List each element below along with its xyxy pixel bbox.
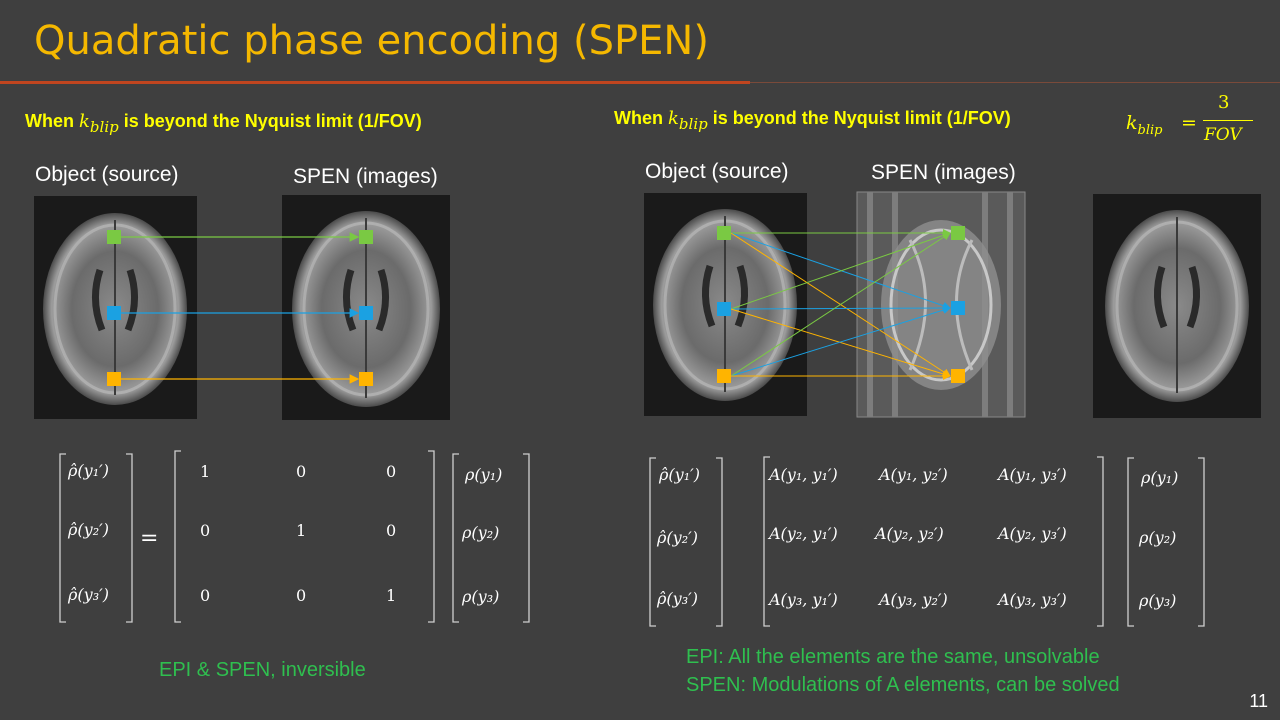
right-arrows — [730, 229, 951, 380]
right-condition-suffix: is beyond the Nyquist limit (1/FOV) — [707, 108, 1011, 128]
right-marker-green-source — [717, 226, 731, 240]
right-object-label: Object (source) — [645, 160, 789, 183]
left-marker-blue-source — [107, 306, 121, 320]
right-rhs-2: ρ(y₂) — [1139, 528, 1177, 547]
left-marker-green-image — [359, 230, 373, 244]
slide-title: Quadratic phase encoding (SPEN) — [34, 18, 709, 64]
formula-equals: = — [1181, 112, 1197, 134]
left-spen-label: SPEN (images) — [293, 165, 438, 188]
left-condition-prefix: When — [25, 111, 79, 131]
left-marker-green-source — [107, 230, 121, 244]
right-marker-orange-source — [717, 369, 731, 383]
left-lhs-3: ρ̂(y₃′) — [68, 585, 109, 604]
right-rhs-1: ρ(y₁) — [1141, 468, 1179, 487]
formula-numerator: 3 — [1218, 92, 1230, 113]
left-m-21: 0 — [200, 521, 211, 540]
left-condition-suffix: is beyond the Nyquist limit (1/FOV) — [118, 111, 422, 131]
right-note-spen: SPEN: Modulations of A elements, can be … — [686, 674, 1120, 696]
right-marker-blue-image — [951, 301, 965, 315]
right-m-22: A(y₂, y₂′) — [875, 524, 944, 543]
right-m-11: A(y₁, y₁′) — [769, 465, 838, 484]
right-condition: When kblip is beyond the Nyquist limit (… — [614, 108, 1011, 133]
right-reconstructed-image — [1093, 194, 1261, 418]
right-note-epi: EPI: All the elements are the same, unso… — [686, 646, 1100, 668]
left-object-label: Object (source) — [35, 163, 179, 186]
left-m-22: 1 — [296, 521, 307, 540]
left-rhs-3: ρ(y₃) — [462, 587, 500, 606]
title-underline — [0, 81, 750, 84]
right-spen-label: SPEN (images) — [871, 161, 1016, 184]
title-underline-thin — [750, 82, 1280, 83]
left-lhs-2: ρ̂(y₂′) — [68, 520, 109, 539]
left-m-11: 1 — [200, 462, 211, 481]
right-m-23: A(y₂, y₃′) — [998, 524, 1067, 543]
left-lhs-1: ρ̂(y₁′) — [68, 461, 109, 480]
right-marker-orange-image — [951, 369, 965, 383]
left-condition: When kblip is beyond the Nyquist limit (… — [25, 111, 422, 136]
left-marker-orange-image — [359, 372, 373, 386]
right-m-31: A(y₃, y₁′) — [769, 590, 838, 609]
right-rhs-3: ρ(y₃) — [1139, 591, 1177, 610]
right-m-33: A(y₃, y₃′) — [998, 590, 1067, 609]
left-m-32: 0 — [296, 586, 307, 605]
right-condition-var: k — [668, 108, 679, 129]
right-marker-blue-source — [717, 302, 731, 316]
matrix-brackets — [59, 450, 1205, 627]
right-condition-sub: blip — [678, 114, 708, 133]
formula-denominator: FOV — [1204, 125, 1242, 145]
left-m-23: 0 — [386, 521, 397, 540]
formula-fraction-bar — [1203, 120, 1253, 121]
page-number: 11 — [1249, 691, 1268, 711]
right-m-21: A(y₂, y₁′) — [769, 524, 838, 543]
left-equals: = — [140, 526, 159, 551]
left-condition-sub: blip — [89, 117, 119, 136]
left-condition-var: k — [79, 111, 90, 132]
left-m-33: 1 — [386, 586, 397, 605]
right-lhs-1: ρ̂(y₁′) — [659, 465, 700, 484]
left-note: EPI & SPEN, inversible — [159, 659, 366, 681]
right-lhs-3: ρ̂(y₃′) — [657, 589, 698, 608]
right-condition-prefix: When — [614, 108, 668, 128]
left-m-31: 0 — [200, 586, 211, 605]
right-marker-green-image — [951, 226, 965, 240]
left-m-13: 0 — [386, 462, 397, 481]
left-rhs-2: ρ(y₂) — [462, 523, 500, 542]
right-m-13: A(y₁, y₃′) — [998, 465, 1067, 484]
right-m-32: A(y₃, y₂′) — [879, 590, 948, 609]
right-lhs-2: ρ̂(y₂′) — [657, 528, 698, 547]
left-m-12: 0 — [296, 462, 307, 481]
left-rhs-1: ρ(y₁) — [465, 465, 503, 484]
formula-sub: blip — [1137, 122, 1163, 138]
right-m-12: A(y₁, y₂′) — [879, 465, 948, 484]
kblip-formula: kblip = 3 FOV — [1124, 92, 1264, 150]
formula-k: k — [1126, 112, 1138, 134]
left-marker-blue-image — [359, 306, 373, 320]
left-marker-orange-source — [107, 372, 121, 386]
